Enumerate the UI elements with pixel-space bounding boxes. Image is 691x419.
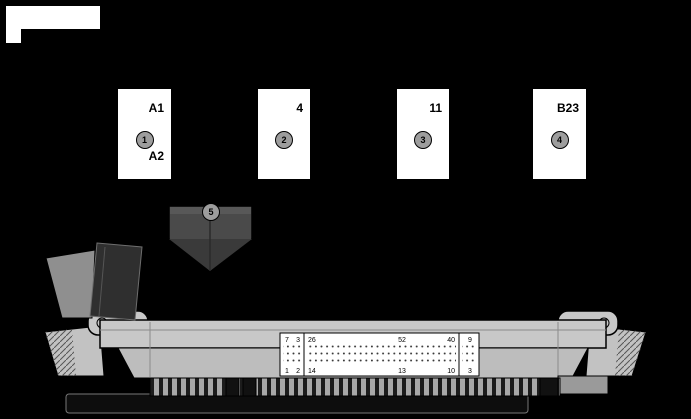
- connector-label-b23: B23: [556, 101, 579, 115]
- comb-dark-block: [242, 377, 257, 397]
- corner-cutout-small: [6, 29, 21, 43]
- harness-wedge: [45, 249, 96, 319]
- pin-dot-grid: [283, 344, 301, 365]
- callout-card-3: 11 3: [396, 88, 450, 180]
- pin-number: 14: [308, 368, 316, 375]
- callout-badge-2: 2: [275, 131, 293, 149]
- bottom-band: [65, 393, 529, 414]
- pin-number: 52: [398, 337, 406, 344]
- pin-number: 40: [447, 337, 455, 344]
- pin-number: 7: [285, 337, 289, 344]
- terminal-comb: [149, 377, 561, 397]
- pin-number: 9: [468, 337, 472, 344]
- pin-dot-grid: [462, 344, 476, 365]
- right-end-block: [557, 375, 609, 395]
- pin-dot-grid: [308, 344, 456, 365]
- corner-cutout: [6, 6, 100, 29]
- pin-strip: 7 3 1 2 26 52 40 14 13 10 9 3: [279, 332, 480, 377]
- pin-number: 3: [468, 368, 472, 375]
- callout-card-2: 4 2: [257, 88, 311, 180]
- callout-badge-1: 1: [135, 131, 154, 149]
- pin-number: 13: [398, 368, 406, 375]
- callout-card-4: B23 4: [532, 88, 587, 180]
- connector-label-4: 4: [296, 101, 303, 115]
- callout-badge-5: 5: [202, 203, 220, 221]
- connector-label-a1: A1: [148, 101, 164, 115]
- comb-dark-block: [225, 377, 240, 397]
- pin-number: 1: [285, 368, 289, 375]
- callout-badge-4: 4: [550, 131, 569, 149]
- harness-block: [89, 242, 143, 321]
- callout-badge-3: 3: [414, 131, 432, 149]
- pin-number: 26: [308, 337, 316, 344]
- comb-dark-block: [539, 377, 559, 397]
- wire-harness-boot: [45, 242, 143, 321]
- ecu-connector-body: 7 3 1 2 26 52 40 14 13 10 9 3: [87, 310, 619, 397]
- pin-number: 10: [447, 368, 455, 375]
- connector-label-11: 11: [429, 101, 442, 115]
- connector-label-a2: A2: [148, 149, 164, 163]
- pin-number: 3: [296, 337, 300, 344]
- callout-card-1: A1 1 A2: [117, 88, 172, 180]
- pin-number: 2: [296, 368, 300, 375]
- left-bracket: [44, 325, 105, 377]
